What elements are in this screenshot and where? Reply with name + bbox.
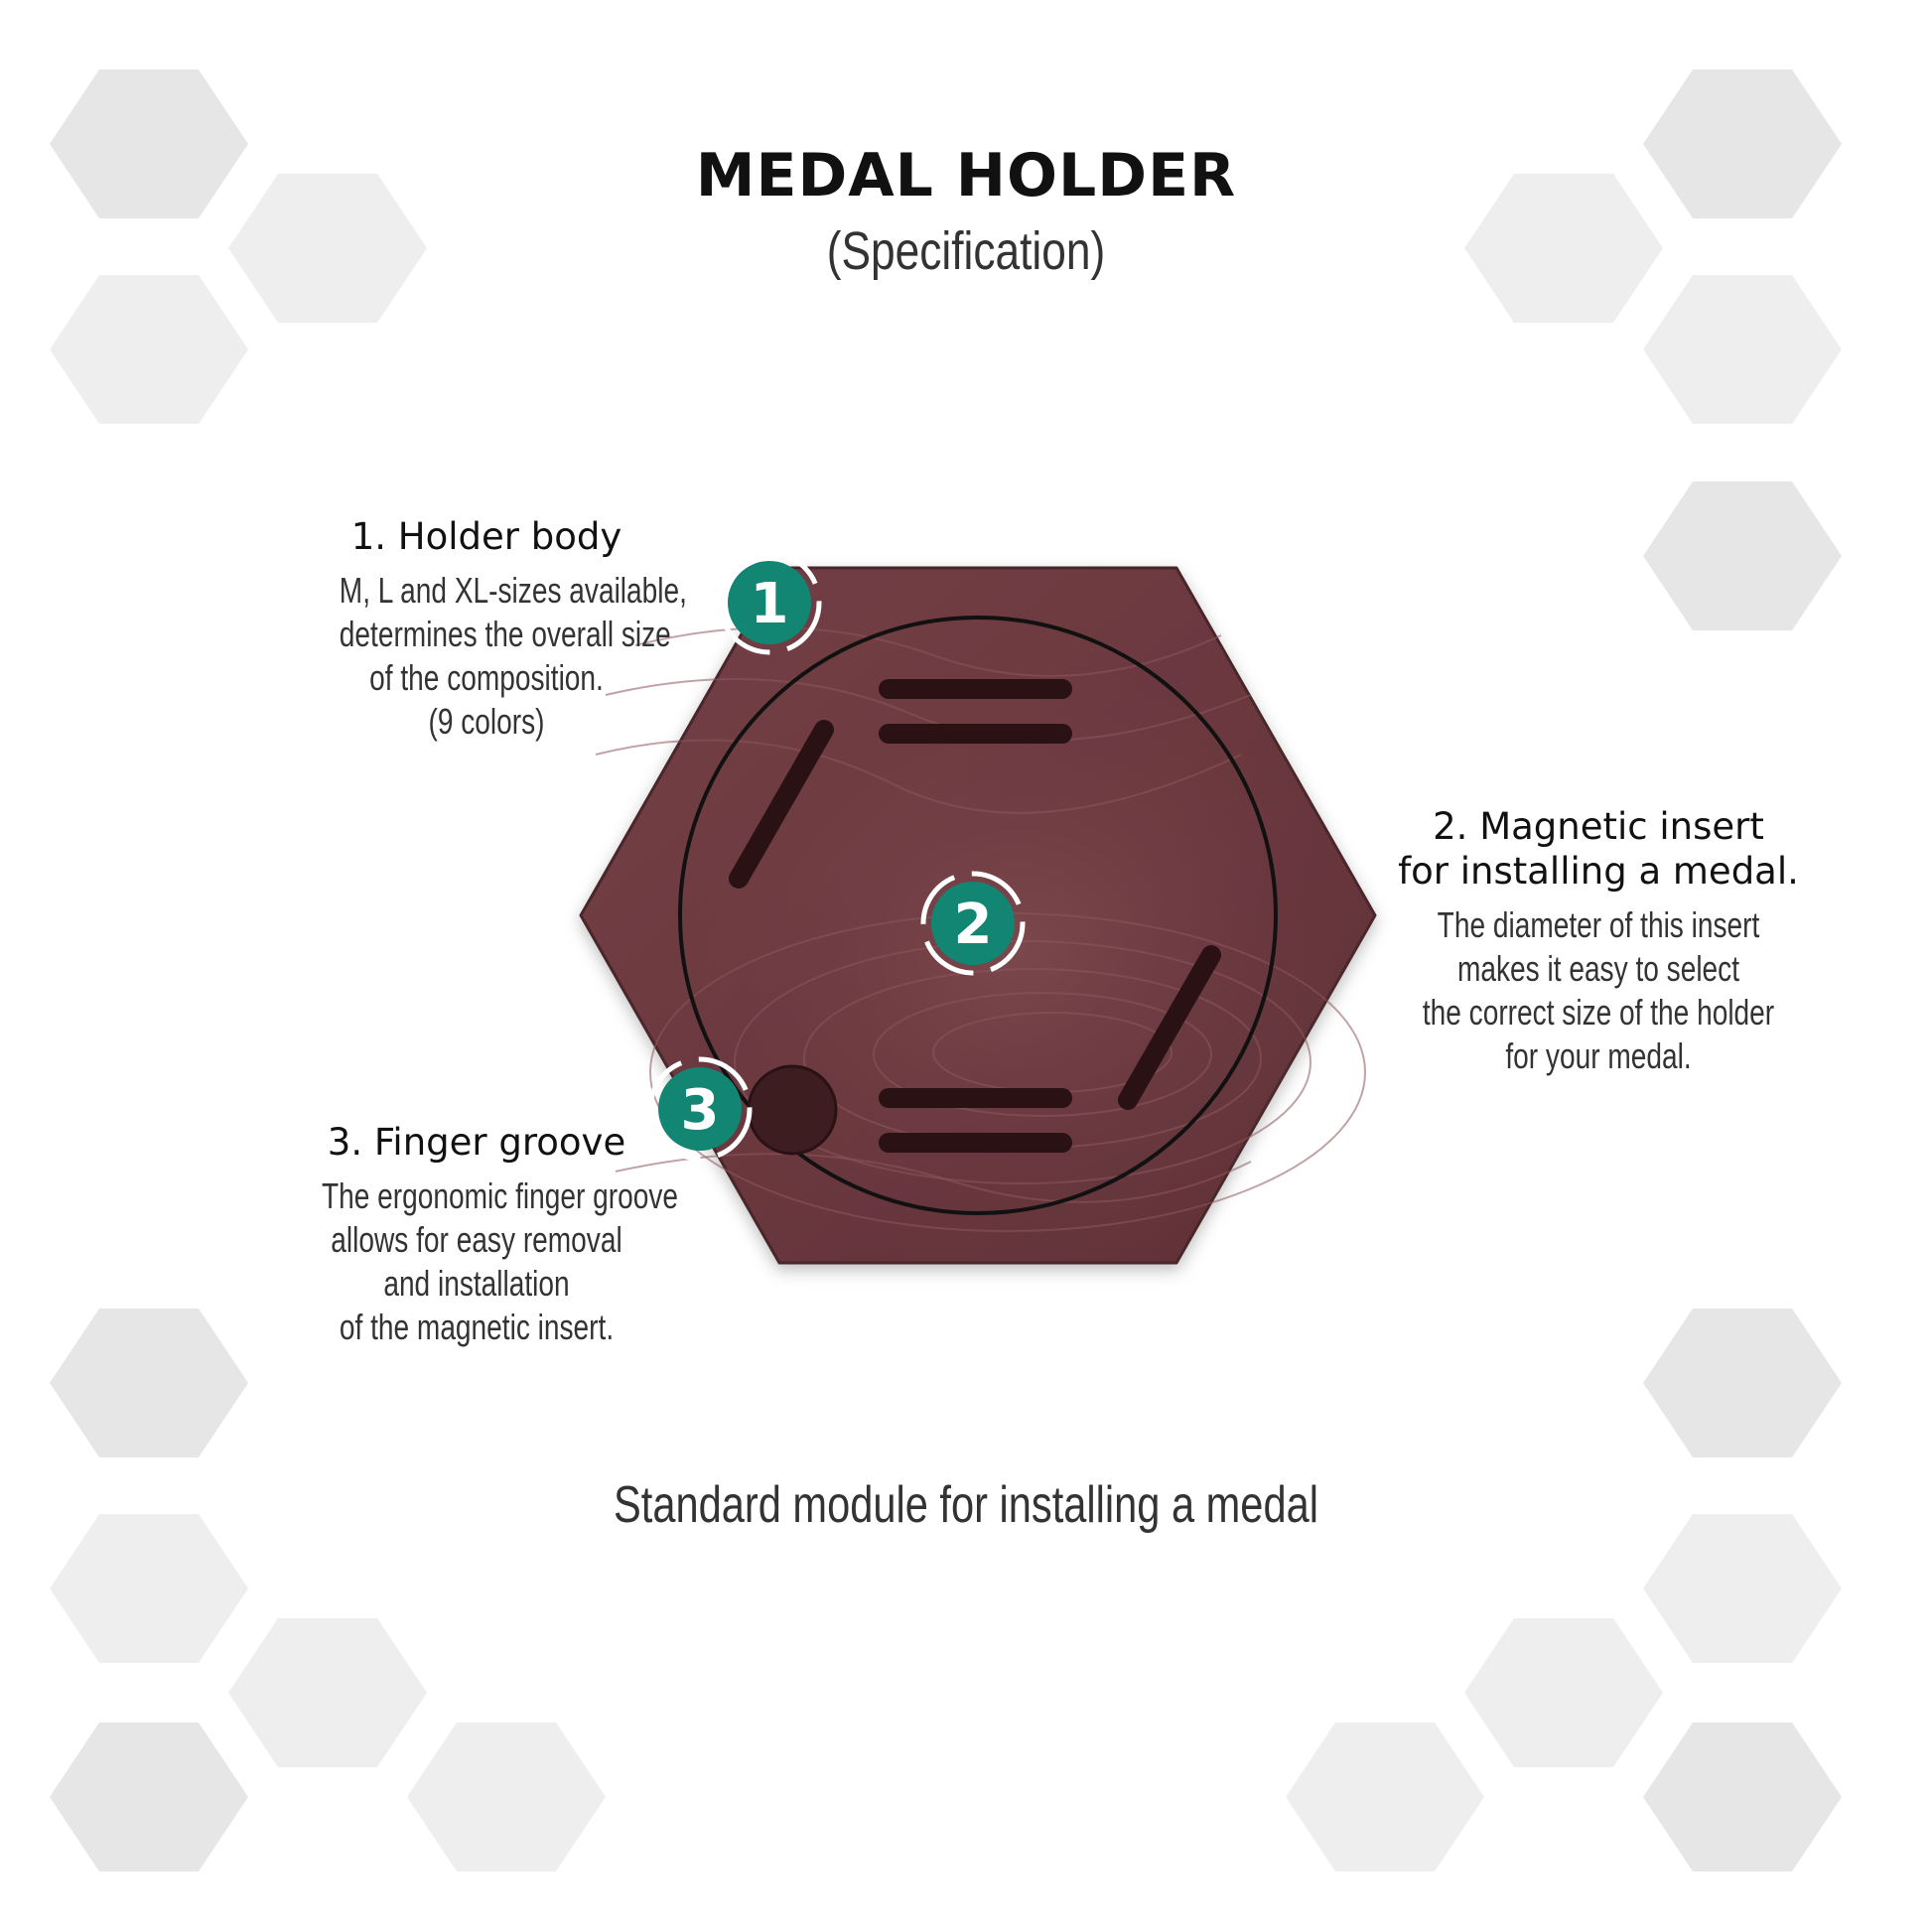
callout-holder-body: 1. Holder body M, L and XL-sizes availab…: [298, 514, 687, 744]
background-hexagon: [1643, 69, 1842, 218]
callout-3-description: The ergonomic finger groove allows for e…: [322, 1174, 678, 1349]
finger-groove: [747, 1064, 838, 1156]
callout-1-desc-line: of the composition.: [369, 657, 604, 698]
background-hexagon: [50, 1309, 248, 1457]
callout-3-desc-line: of the magnetic insert.: [339, 1307, 615, 1347]
callout-1-desc-line: (9 colors): [428, 701, 545, 742]
background-hexagon: [50, 1723, 248, 1871]
background-hexagon: [228, 174, 427, 323]
badge-1-number: 1: [751, 572, 789, 636]
background-hexagon: [1643, 275, 1842, 424]
badge-1: 1: [717, 550, 822, 655]
background-hexagon: [50, 275, 248, 424]
callout-1-desc-line: determines the overall size: [339, 614, 671, 654]
callout-magnetic-insert: 2. Magnetic insert for installing a meda…: [1370, 804, 1827, 1078]
badge-2-number: 2: [954, 893, 993, 957]
callout-2-heading-line: 2. Magnetic insert: [1433, 805, 1764, 848]
callout-2-description: The diameter of this insert makes it eas…: [1421, 903, 1777, 1078]
page-subtitle: (Specification): [826, 221, 1106, 281]
background-hexagon: [1464, 1618, 1663, 1767]
background-hexagon: [407, 1723, 606, 1871]
callout-2-heading-line: for installing a medal.: [1398, 850, 1799, 893]
background-hexagon: [1464, 174, 1663, 323]
background-hexagon: [228, 1618, 427, 1767]
callout-finger-groove: 3. Finger groove The ergonomic finger gr…: [278, 1120, 678, 1349]
callout-3-heading: 3. Finger groove: [278, 1120, 675, 1165]
callout-1-heading: 1. Holder body: [298, 514, 675, 559]
callout-3-desc-line: and installation: [383, 1263, 570, 1304]
callout-3-desc-line: allows for easy removal: [331, 1219, 622, 1260]
background-hexagon: [50, 1514, 248, 1663]
background-hexagon: [1643, 482, 1842, 630]
callout-2-desc-line: the correct size of the holder: [1422, 992, 1775, 1033]
callout-3-desc-line: The ergonomic finger groove: [322, 1175, 678, 1216]
callout-1-heading-line: 1. Holder body: [350, 515, 622, 558]
background-hexagon: [1643, 1514, 1842, 1663]
callout-1-description: M, L and XL-sizes available, determines …: [339, 569, 687, 744]
magnetic-insert: [678, 616, 1278, 1215]
page-title: MEDAL HOLDER: [695, 141, 1237, 210]
callout-2-desc-line: makes it easy to select: [1456, 948, 1740, 989]
badge-3-number: 3: [681, 1078, 720, 1143]
background-hexagon: [1643, 1723, 1842, 1871]
bottom-caption: Standard module for installing a medal: [614, 1476, 1318, 1534]
callout-3-heading-line: 3. Finger groove: [327, 1121, 626, 1164]
badge-3: 3: [647, 1056, 753, 1162]
callout-2-heading: 2. Magnetic insert for installing a meda…: [1370, 804, 1827, 894]
callout-1-desc-line: M, L and XL-sizes available,: [339, 570, 687, 611]
slots: [729, 679, 1221, 1153]
background-hexagon: [1286, 1723, 1484, 1871]
background-hexagon: [50, 69, 248, 218]
background-hexagon: [1643, 1309, 1842, 1457]
callout-2-desc-line: The diameter of this insert: [1437, 904, 1760, 945]
badge-2: 2: [920, 871, 1026, 976]
callout-2-desc-line: for your medal.: [1505, 1035, 1692, 1076]
